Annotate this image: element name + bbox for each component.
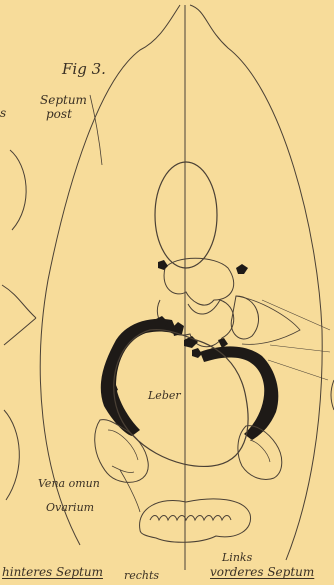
label-edge-fragment: s (0, 107, 6, 119)
label-links: Links (222, 552, 252, 563)
left-arc-low (4, 410, 19, 500)
label-hinteres-septum: hinteres Septum (2, 566, 103, 578)
right-ovary-inner (250, 440, 270, 462)
intestine-coils (150, 516, 231, 521)
heart-oval (155, 162, 217, 268)
label-vena: Vena omun (38, 478, 100, 489)
figure-title: Fig 3. (62, 62, 106, 77)
left-ovary-leader (120, 470, 140, 512)
septum-nodules (108, 260, 248, 394)
left-arc-mid (2, 285, 36, 345)
upper-lobes (164, 258, 234, 305)
label-post: post (46, 108, 72, 120)
label-leber: Leber (148, 390, 181, 401)
right-small-lobe (231, 296, 258, 339)
right-septum-band (200, 346, 278, 440)
left-arc-top (10, 150, 26, 230)
left-septum-band (101, 319, 178, 436)
label-rechts: rechts (124, 570, 159, 581)
label-septum: Septum (40, 94, 87, 106)
label-ovarium: Ovarium (46, 502, 94, 513)
right-fan (236, 296, 300, 344)
right-leader-lines (262, 300, 330, 380)
label-vorderes-septum: vorderes Septum (210, 566, 314, 578)
